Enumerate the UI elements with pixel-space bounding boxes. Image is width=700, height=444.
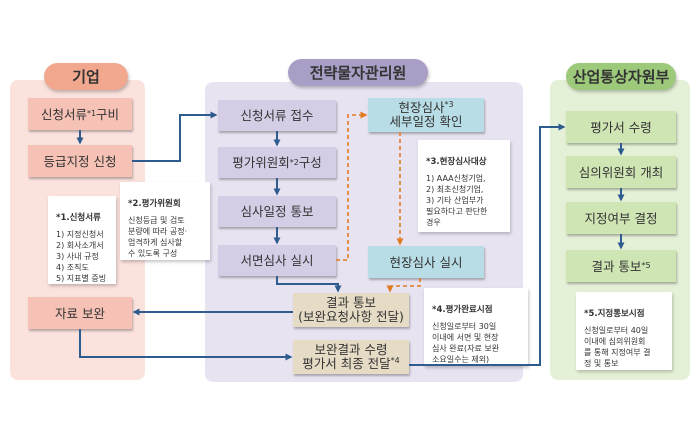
- paper-review-box: 서면심사 실시: [218, 245, 336, 276]
- note-evaluation-complete-title: *4.평가완료시점: [432, 305, 493, 315]
- supplement-box: 자료 보완: [28, 297, 132, 329]
- apply-box: 등급지정 신청: [28, 145, 132, 177]
- note-application-docs-title: *1.신청서류: [56, 213, 101, 223]
- onsite-confirm-box: 현장심사*3 세부일정 확인: [368, 98, 484, 132]
- council-box: 심의위원회 개최: [566, 156, 676, 188]
- committee-box: 평가위원회*2 구성: [218, 147, 336, 178]
- receive-docs-box: 신청서류 접수: [218, 100, 336, 131]
- ministry-header: 산업통상자원부: [566, 63, 676, 90]
- onsite-confirm-line2: 세부일정 확인: [389, 114, 463, 129]
- note-designation-notice-body: 신청일로부터 40일 이내에 심의위원회 를 통해 지정여부 결 정 및 통보: [584, 326, 651, 368]
- prepare-docs-label-2: 구비: [96, 106, 120, 122]
- committee-label-2: 구성: [298, 155, 322, 170]
- note-onsite-target-title: *3.현장심사대상: [426, 157, 487, 167]
- notify-schedule-box: 심사일정 통보: [218, 196, 336, 227]
- center-header: 전략물자관리원: [288, 59, 428, 86]
- onsite-confirm-sup: *3: [444, 99, 454, 109]
- final-report-box: 보완결과 수령 평가서 최종 전달*4: [293, 340, 409, 374]
- decide-box: 지정여부 결정: [566, 202, 676, 234]
- final-report-sup: *4: [390, 355, 400, 365]
- final-report-line2: 평가서 최종 전달: [302, 356, 391, 371]
- note-designation-notice-title: *5.지정통보시점: [584, 309, 645, 319]
- onsite-confirm-line1: 현장심사: [398, 100, 445, 115]
- prepare-docs-label: 신청서류: [40, 106, 87, 122]
- result-notice-box: 결과 통보 (보완요청사항 전달): [293, 293, 409, 327]
- result-notice-line2: (보완요청사항 전달): [298, 309, 404, 324]
- company-header: 기업: [44, 63, 128, 90]
- note-application-docs-body: 1) 지정신청서 2) 회사소개서 3) 사내 규정 4) 조직도 5) 지표별…: [56, 230, 107, 283]
- note-committee-title: *2.평가위원회: [128, 199, 181, 209]
- note-onsite-target-body: 1) AAA신청기업, 2) 최초신청기업, 3) 기타 산업부가 필요하다고 …: [426, 174, 488, 227]
- committee-label: 평가위원회: [232, 155, 290, 170]
- final-report-line1: 보완결과 수령: [314, 342, 388, 357]
- result-notice-line1: 결과 통보: [326, 295, 376, 310]
- note-committee-body: 신청등급 및 검토 분량에 따라 공정· 엄격하게 심사할 수 있도록 구성: [128, 216, 188, 258]
- ministry-notify-label: 결과 통보: [591, 258, 642, 274]
- receive-report-box: 평가서 수령: [566, 111, 676, 143]
- note-evaluation-complete-body: 신청일로부터 30일 이내에 서면 및 현장 심사 완료(자료 보완 소요일수는…: [432, 322, 500, 364]
- note-application-docs: *1.신청서류 1) 지정신청서 2) 회사소개서 3) 사내 규정 4) 조직도…: [48, 196, 116, 284]
- onsite-exec-box: 현장심사 실시: [368, 246, 484, 278]
- prepare-docs-box: 신청서류*1 구비: [28, 98, 132, 130]
- ministry-notify-box: 결과 통보*5: [566, 250, 676, 282]
- note-onsite-target: *3.현장심사대상 1) AAA신청기업, 2) 최초신청기업, 3) 기타 산업…: [418, 140, 510, 232]
